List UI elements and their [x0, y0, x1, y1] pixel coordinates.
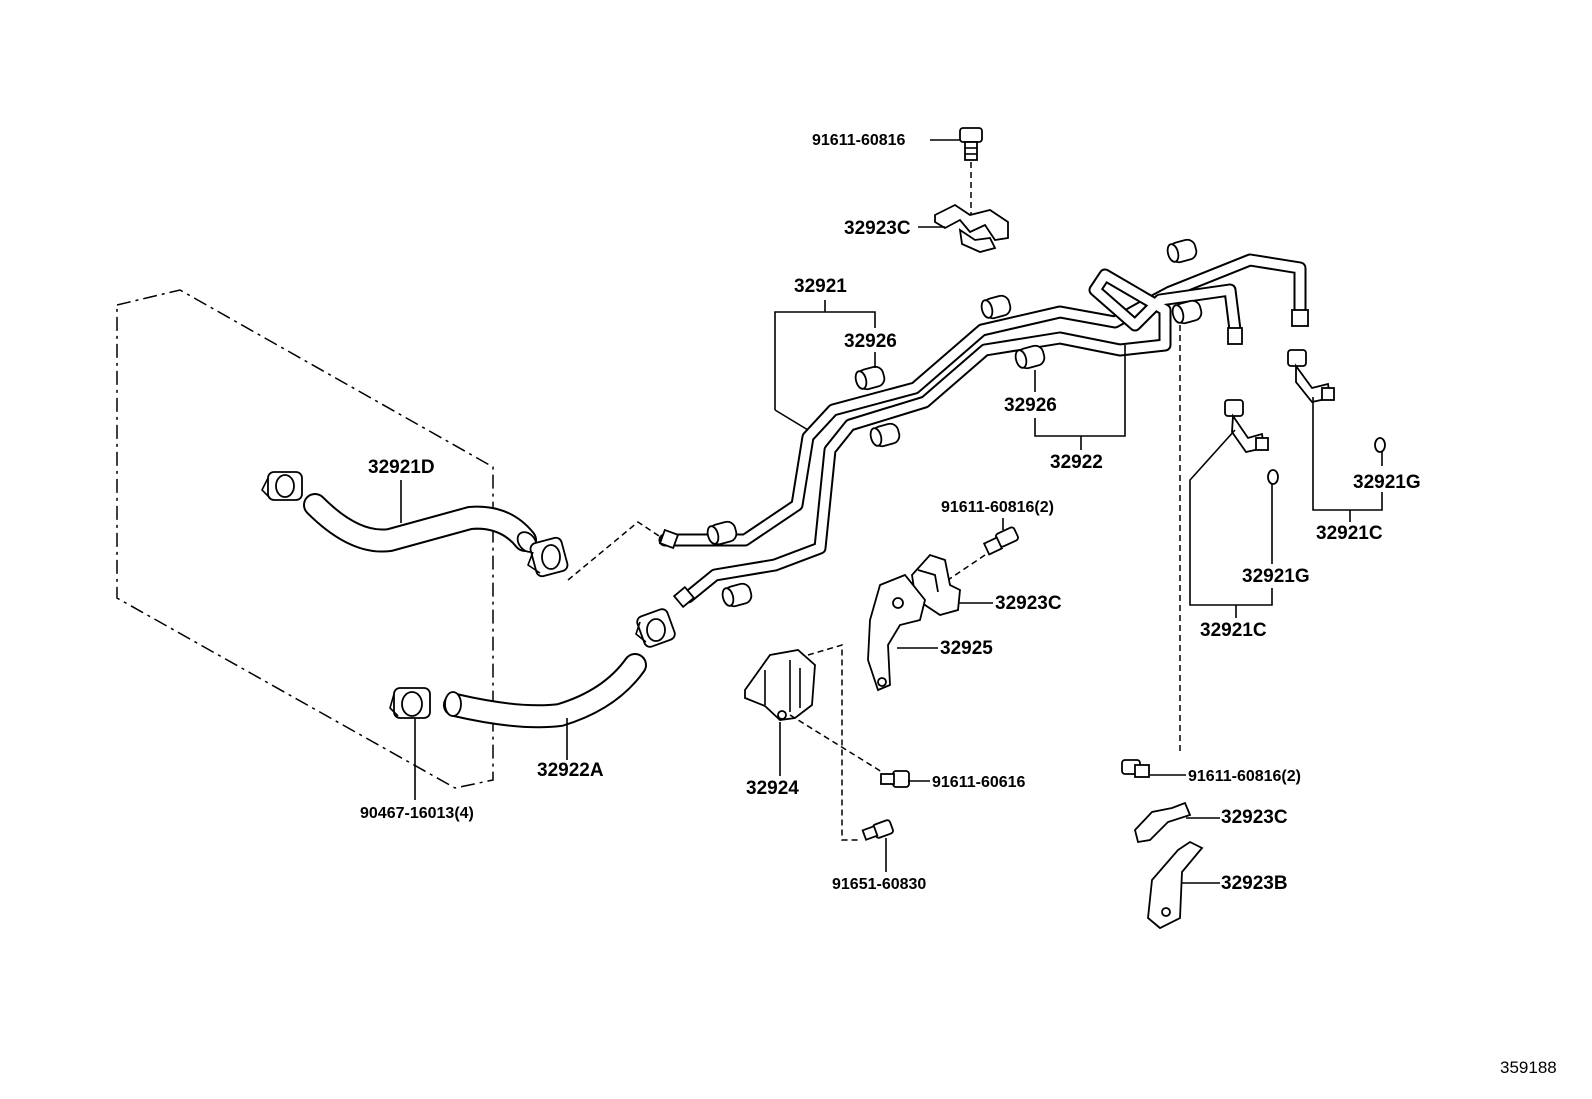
bracket-32924[interactable]	[744, 649, 816, 721]
gasket-right-top[interactable]	[1374, 437, 1386, 453]
label-clamp-top[interactable]: 32923C	[844, 218, 911, 239]
label-union-right-mid[interactable]: 32921C	[1200, 620, 1267, 641]
label-hose-upper[interactable]: 32921D	[368, 457, 435, 478]
bracket-32925[interactable]	[867, 573, 926, 692]
label-hose-clip[interactable]: 90467-16013(4)	[360, 805, 474, 822]
leader-lines	[400, 139, 1383, 884]
label-bracket-right[interactable]: 32923B	[1221, 873, 1288, 894]
label-bracket-mid[interactable]: 32925	[940, 638, 993, 659]
bolt-top[interactable]	[959, 127, 983, 161]
grommet[interactable]	[980, 294, 1012, 320]
part-labels: 91611-60816 32923C 32921 32926 32926 329…	[360, 132, 1557, 1077]
grommet[interactable]	[1166, 238, 1198, 264]
clamp-top[interactable]	[934, 203, 1009, 253]
hose-clip[interactable]	[635, 607, 676, 648]
hose-32921d[interactable]	[303, 493, 540, 556]
radiator-outline	[116, 289, 494, 789]
label-gasket-right-top[interactable]: 32921G	[1353, 472, 1421, 493]
illustration-id: 359188	[1500, 1058, 1557, 1077]
grommet[interactable]	[869, 422, 901, 448]
label-clamp-right[interactable]: 32923C	[1221, 807, 1288, 828]
hose-clip[interactable]	[261, 471, 303, 501]
union-right-mid[interactable]	[1224, 399, 1269, 454]
label-tube-sub[interactable]: 32922	[1050, 452, 1103, 473]
label-bolt-830[interactable]: 91651-60830	[832, 876, 926, 893]
hose-tube-connector	[567, 521, 663, 581]
label-bolt-616[interactable]: 91611-60616	[932, 774, 1026, 791]
grommet[interactable]	[1171, 299, 1203, 325]
label-grommet-upper[interactable]: 32926	[844, 331, 897, 352]
label-bolt-mid[interactable]: 91611-60816(2)	[941, 499, 1054, 516]
label-clamp-mid[interactable]: 32923C	[995, 593, 1062, 614]
bolt-616[interactable]	[880, 770, 910, 788]
bolt-616-guide	[789, 714, 883, 773]
hose-clip[interactable]	[527, 536, 569, 578]
label-bolt-top[interactable]: 91611-60816	[812, 132, 906, 149]
bolt-mid-guide	[944, 554, 986, 583]
grommet[interactable]	[721, 582, 753, 608]
grommet[interactable]	[854, 365, 886, 391]
hose-clips[interactable]	[261, 471, 677, 719]
union-right-top[interactable]	[1287, 349, 1335, 404]
label-grommet-mid[interactable]: 32926	[1004, 395, 1057, 416]
gasket-right-mid[interactable]	[1267, 469, 1279, 485]
grommets[interactable]	[706, 238, 1203, 608]
bolt-right[interactable]	[1121, 759, 1150, 778]
bolt-830[interactable]	[861, 819, 894, 841]
label-bracket-lower[interactable]: 32924	[746, 778, 799, 799]
bolt-mid[interactable]	[982, 526, 1019, 556]
grommet[interactable]	[1014, 344, 1046, 370]
clamp-right[interactable]	[1134, 801, 1192, 844]
label-gasket-right-mid[interactable]: 32921G	[1242, 566, 1310, 587]
label-union-right-top[interactable]: 32921C	[1316, 523, 1383, 544]
hose-clip[interactable]	[389, 687, 431, 719]
label-bolt-right[interactable]: 91611-60816(2)	[1188, 768, 1301, 785]
bracket-32924-guide	[807, 643, 858, 841]
grommet[interactable]	[706, 520, 738, 546]
label-hose-lower[interactable]: 32922A	[537, 760, 604, 781]
oil-cooler-tube-assembly[interactable]	[658, 253, 1309, 609]
hose-32922a[interactable]	[443, 653, 647, 729]
bracket-32923b[interactable]	[1147, 840, 1204, 930]
label-tube-main[interactable]: 32921	[794, 276, 847, 297]
